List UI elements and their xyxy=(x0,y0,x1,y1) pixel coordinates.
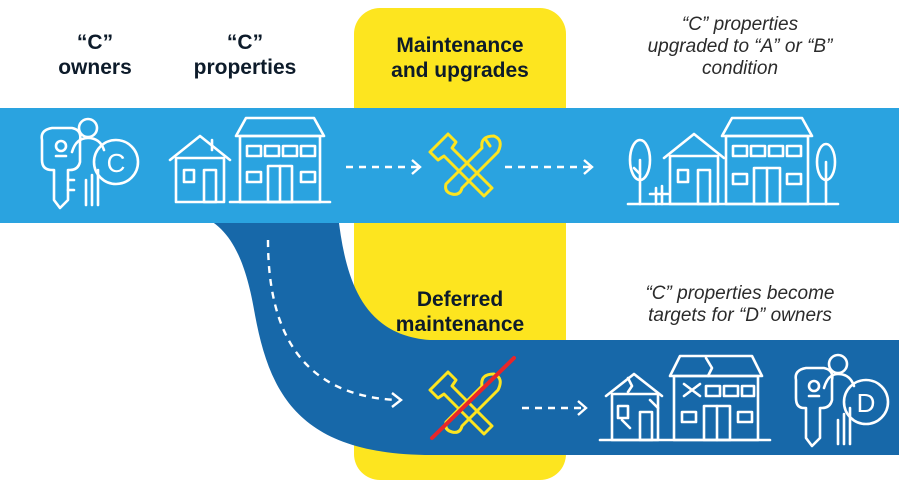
maintenance-line-2: and upgrades xyxy=(391,59,529,82)
person-icon xyxy=(70,117,106,154)
upgraded-line-3: condition xyxy=(701,58,779,79)
d-badge-letter: D xyxy=(857,388,876,418)
crossed-out-tools-icon xyxy=(428,370,502,436)
house-icon xyxy=(168,134,232,204)
c-properties-icon xyxy=(168,116,332,204)
d-key-icon xyxy=(794,366,852,448)
deferred-label: Deferred maintenance xyxy=(360,287,560,337)
arrowhead-3 xyxy=(391,392,403,408)
upgraded-house-icon xyxy=(662,132,726,206)
arrowhead-4 xyxy=(577,400,588,416)
targets-line-1: “C” properties become xyxy=(645,283,835,304)
red-strike-line xyxy=(430,356,516,440)
c-properties-label: “C” properties xyxy=(180,30,310,80)
d-owner-group xyxy=(794,353,890,448)
d-person-icon xyxy=(822,353,856,390)
arrow-down-curve xyxy=(266,239,397,402)
c-owners-line-2: owners xyxy=(58,56,132,79)
light-band xyxy=(0,108,899,223)
c-badge-letter: C xyxy=(107,148,126,178)
rundown-house-icon xyxy=(604,372,664,442)
arrowhead-1 xyxy=(411,159,422,175)
targets-label: “C” properties become targets for “D” ow… xyxy=(600,283,880,327)
tree-right-icon xyxy=(815,142,837,206)
apartment-icon xyxy=(228,116,332,204)
upgraded-line-2: upgraded to “A” or “B” xyxy=(647,36,833,57)
c-badge xyxy=(92,138,140,186)
upgraded-label: “C” properties upgraded to “A” or “B” co… xyxy=(610,14,870,80)
fence-icon xyxy=(648,184,670,206)
wrench-screwdriver-icon xyxy=(428,132,502,198)
deferred-line-1: Deferred xyxy=(416,288,504,311)
targets-line-2: targets for “D” owners xyxy=(648,305,832,326)
c-owners-label: “C” owners xyxy=(40,30,150,80)
tree-left-icon xyxy=(628,138,652,206)
c-owners-line-1: “C” xyxy=(76,31,114,54)
upgraded-properties-icon xyxy=(626,116,840,206)
d-badge xyxy=(842,378,890,426)
c-properties-line-1: “C” xyxy=(226,31,264,54)
rundown-properties-icon xyxy=(598,354,772,442)
upgraded-line-1: “C” properties xyxy=(681,14,799,35)
maintenance-label: Maintenance and upgrades xyxy=(360,33,560,83)
deferred-line-2: maintenance xyxy=(395,313,525,336)
maintenance-line-1: Maintenance xyxy=(396,34,524,57)
c-owner-group xyxy=(40,117,140,210)
arrowhead-2 xyxy=(583,159,594,175)
c-properties-line-2: properties xyxy=(193,56,297,79)
